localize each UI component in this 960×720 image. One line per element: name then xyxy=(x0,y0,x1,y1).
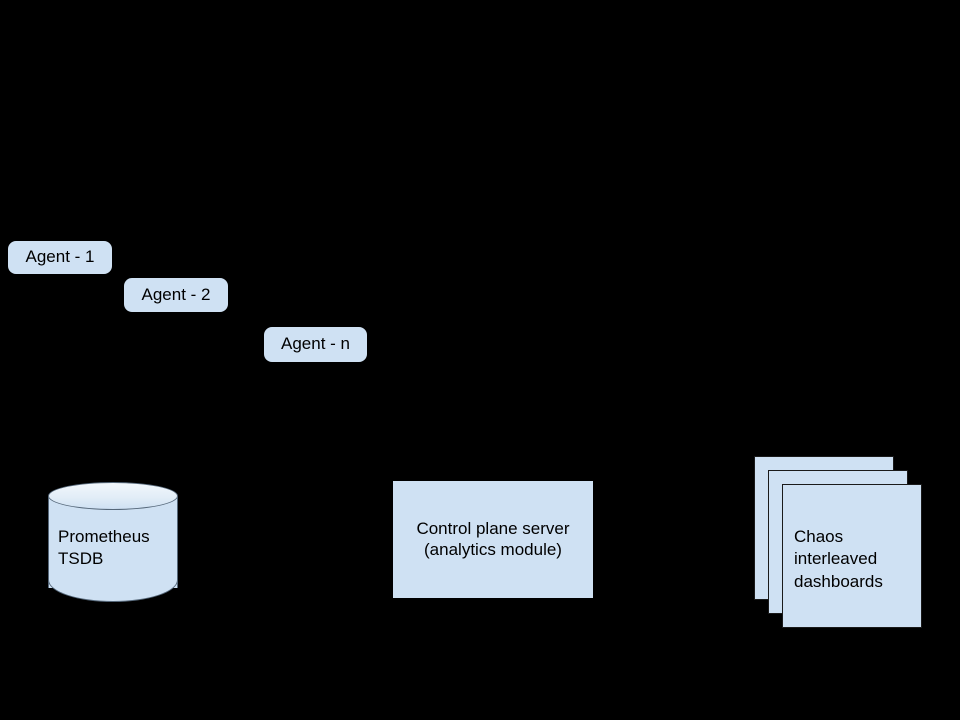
node-agent-1[interactable]: Agent - 1 xyxy=(8,241,112,274)
node-chaos-dashboards[interactable]: Chaos interleaved dashboards xyxy=(754,456,922,628)
prometheus-tsdb-label-line-2: TSDB xyxy=(58,548,104,568)
chaos-dashboards-label: Chaos interleaved dashboards xyxy=(794,526,914,593)
cylinder-top-ellipse xyxy=(48,482,178,510)
chaos-dashboards-label-line-3: dashboards xyxy=(794,571,883,591)
chaos-dashboards-label-line-2: interleaved xyxy=(794,549,878,569)
agent-n-label: Agent - n xyxy=(281,334,350,354)
agent-2-label: Agent - 2 xyxy=(141,284,211,304)
prometheus-tsdb-label-line-1: Prometheus xyxy=(58,527,150,546)
edge-control-plane-to-dashboards xyxy=(593,530,765,542)
control-plane-label-line-2: (analytics module) xyxy=(424,539,562,559)
node-agent-n[interactable]: Agent - n xyxy=(264,327,367,362)
cylinder-bottom-cap xyxy=(48,558,178,602)
node-prometheus-tsdb[interactable]: Prometheus TSDB xyxy=(48,482,178,602)
control-plane-label-line-1: Control plane server xyxy=(416,518,570,538)
agent-1-label: Agent - 1 xyxy=(25,247,95,267)
chaos-dashboards-label-line-1: Chaos xyxy=(794,527,844,546)
prometheus-tsdb-label: Prometheus TSDB xyxy=(58,526,168,570)
node-control-plane-server[interactable]: Control plane server (analytics module) xyxy=(393,481,593,598)
dashboard-card-front xyxy=(782,484,922,628)
node-agent-2[interactable]: Agent - 2 xyxy=(124,278,228,312)
